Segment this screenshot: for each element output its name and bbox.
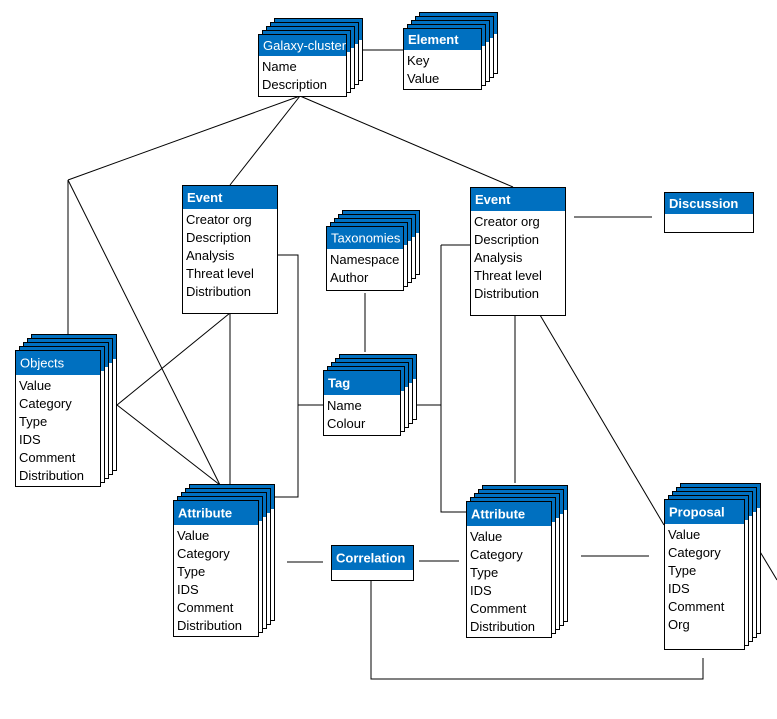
entity-title: Discussion	[669, 196, 738, 211]
entity-field: Description	[186, 230, 251, 245]
cx-eventright-proposal	[539, 314, 665, 526]
entity-field: Value	[19, 378, 51, 393]
entity-field: Category	[177, 546, 230, 561]
entity-header	[183, 186, 277, 209]
entity-field: Description	[262, 77, 327, 92]
entity-header	[327, 227, 403, 249]
entity-field: IDS	[668, 581, 690, 596]
entity-title: Proposal	[669, 505, 725, 520]
entity-field: Value	[177, 528, 209, 543]
entity-header	[467, 502, 551, 526]
entity-discussion[interactable]: Discussion	[664, 192, 754, 233]
entity-field: Comment	[177, 600, 234, 615]
entity-field: Description	[474, 232, 539, 247]
entities: Galaxy-clusterNameDescriptionElementKeyV…	[15, 12, 761, 650]
entity-field: Key	[407, 53, 430, 68]
entity-field: Category	[19, 396, 72, 411]
entity-title: Taxonomies	[331, 231, 401, 246]
entity-title: Galaxy-cluster	[263, 38, 347, 53]
entity-box	[664, 499, 745, 650]
cx-eventleft-tagbus	[273, 254, 299, 498]
cx-galaxy-junction	[67, 95, 301, 181]
cx-proposal-edge	[758, 549, 777, 581]
entity-header	[16, 351, 100, 375]
entity-header	[174, 501, 258, 525]
entity-field: Analysis	[186, 248, 235, 263]
entity-title: Event	[187, 190, 223, 205]
entity-title: Attribute	[471, 507, 525, 522]
connectors	[67, 49, 777, 680]
entity-field: Category	[668, 545, 721, 560]
entity-field: Comment	[19, 450, 76, 465]
entity-field: Creator org	[186, 212, 252, 227]
entity-header	[332, 546, 413, 570]
entity-header	[665, 500, 744, 524]
entity-field: Type	[668, 563, 696, 578]
entity-field: Type	[177, 564, 205, 579]
entity-field: Value	[407, 71, 439, 86]
entity-field: Name	[327, 398, 362, 413]
entity-field: Author	[330, 270, 369, 285]
entity-header	[471, 188, 565, 211]
cx-rightbus-attribute	[440, 245, 466, 513]
entity-field: Org	[668, 617, 690, 632]
entity-field: Analysis	[474, 250, 523, 265]
entity-field: IDS	[470, 583, 492, 598]
cx-galaxy-eventright	[299, 95, 514, 188]
cx-eventleft-objects	[116, 312, 231, 406]
entity-field: Value	[668, 527, 700, 542]
entity-field: Name	[262, 59, 297, 74]
entity-field: Type	[19, 414, 47, 429]
cx-galaxy-eventleft	[229, 95, 301, 186]
entity-field: Category	[470, 547, 523, 562]
entity-header	[665, 193, 753, 214]
cx-correlation-proposal	[370, 580, 704, 680]
entity-field: IDS	[19, 432, 41, 447]
cx-objects-attribute	[116, 404, 221, 486]
entity-title: Attribute	[178, 506, 232, 521]
entity-field: Distribution	[474, 286, 539, 301]
entity-field: Distribution	[19, 468, 84, 483]
entity-title: Tag	[328, 376, 350, 391]
entity-field: Creator org	[474, 214, 540, 229]
entity-field: Colour	[327, 416, 366, 431]
entity-title: Correlation	[336, 551, 405, 566]
entity-field: Type	[470, 565, 498, 580]
entity-header	[259, 35, 346, 56]
entity-field: Distribution	[186, 284, 251, 299]
entity-correlation[interactable]: Correlation	[331, 545, 414, 581]
entity-header	[324, 371, 400, 395]
entity-field: Value	[470, 529, 502, 544]
cx-junction-attribute	[67, 179, 221, 486]
entity-header	[404, 29, 481, 50]
entity-field: Comment	[668, 599, 725, 614]
entity-field: IDS	[177, 582, 199, 597]
entity-field: Comment	[470, 601, 527, 616]
entity-title: Event	[475, 192, 511, 207]
entity-field: Distribution	[470, 619, 535, 634]
entity-field: Namespace	[330, 252, 399, 267]
entity-title: Element	[408, 32, 459, 47]
entity-title: Objects	[20, 356, 65, 371]
entity-field: Threat level	[474, 268, 542, 283]
entity-field: Threat level	[186, 266, 254, 281]
entity-field: Distribution	[177, 618, 242, 633]
